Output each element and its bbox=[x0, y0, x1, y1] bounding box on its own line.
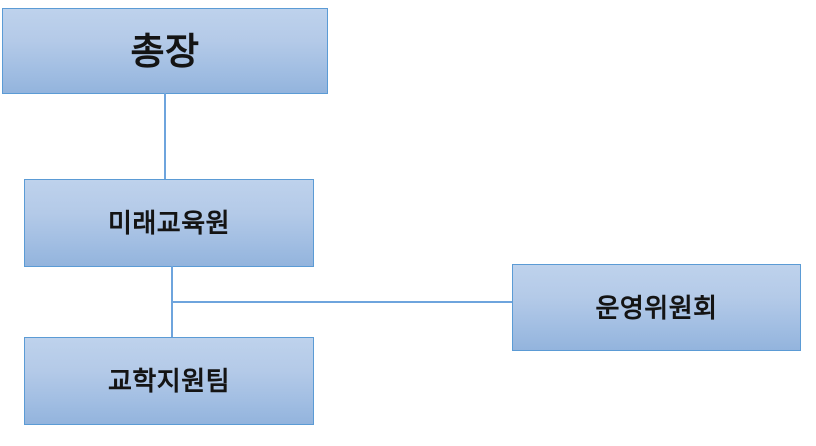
org-node-committee[interactable]: 운영위원회 bbox=[512, 264, 801, 351]
org-node-president[interactable]: 총장 bbox=[2, 8, 328, 94]
org-node-institute[interactable]: 미래교육원 bbox=[24, 179, 314, 267]
org-node-team-label: 교학지원팀 bbox=[107, 366, 231, 396]
org-node-team[interactable]: 교학지원팀 bbox=[24, 337, 314, 425]
org-node-committee-label: 운영위원회 bbox=[595, 292, 718, 323]
connector-institute-to-committee bbox=[172, 301, 513, 303]
org-node-institute-label: 미래교육원 bbox=[107, 208, 231, 238]
org-node-president-label: 총장 bbox=[130, 30, 200, 72]
connector-president-to-institute bbox=[164, 93, 166, 180]
